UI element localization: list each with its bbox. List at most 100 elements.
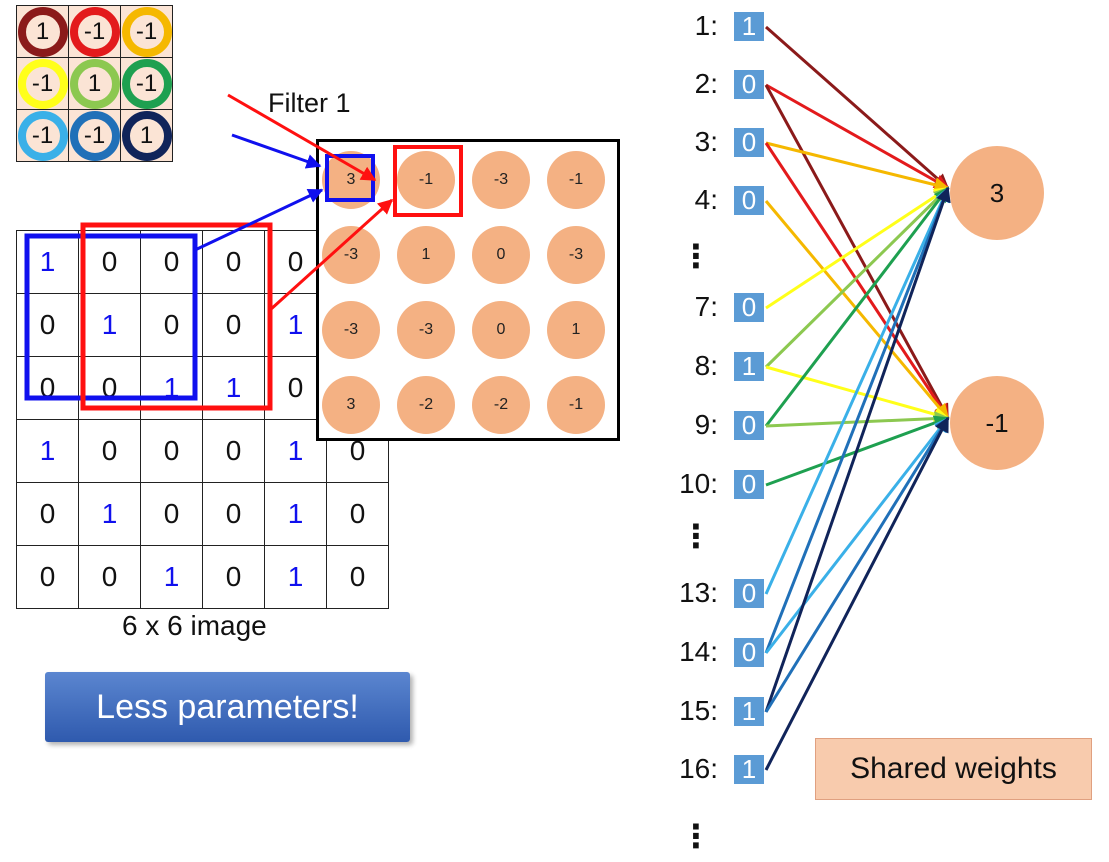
filter-cell: 1: [68, 57, 121, 110]
weight-arrow: [764, 416, 950, 654]
filter-cell: -1: [68, 5, 121, 58]
input-index-label: 4:: [694, 184, 718, 215]
feature-map-cell: 1: [397, 226, 455, 284]
weight-arrow: [764, 186, 950, 427]
filter-red-arrow: [227, 93, 377, 182]
feature-map-cell: 0: [472, 301, 530, 359]
image-cell: 0: [78, 545, 141, 609]
filter-weight-circle: -1: [17, 110, 68, 161]
image-cell: 0: [202, 545, 265, 609]
filter-label: Filter 1: [268, 88, 351, 118]
output-node: 3: [950, 146, 1044, 240]
image-cell: 0: [140, 482, 203, 546]
weight-arrow: [764, 416, 950, 771]
filter-weight-circle: -1: [17, 58, 68, 109]
filter-cell: 1: [120, 109, 173, 162]
input-value-box: 1: [734, 697, 764, 726]
input-index-label: 1:: [694, 10, 718, 41]
image-cell: 0: [16, 545, 79, 609]
red-patch-highlight: [80, 222, 273, 411]
filter-cell: -1: [120, 57, 173, 110]
feature-map-cell: -1: [547, 151, 605, 209]
input-value-box: 1: [734, 755, 764, 784]
input-index-label: 9:: [694, 409, 718, 440]
weight-arrow: [764, 186, 950, 369]
weight-arrow: [764, 186, 951, 654]
image-cell: 0: [140, 419, 203, 483]
less-parameters-banner: Less parameters!: [45, 672, 410, 742]
ellipsis-icon: ⋮: [680, 518, 712, 554]
feature-map-cell: -2: [397, 376, 455, 434]
input-value-box: 0: [734, 128, 764, 157]
image-cell: 1: [16, 419, 79, 483]
input-value-box: 1: [734, 352, 764, 381]
filter-weight-circle: 1: [121, 110, 172, 161]
feature-map-cell: -1: [547, 376, 605, 434]
image-cell: 1: [140, 545, 203, 609]
weight-arrow: [764, 142, 950, 420]
red-output-highlight: [393, 145, 463, 217]
patch-red-arrow: [268, 198, 394, 312]
input-index-label: 10:: [679, 468, 718, 499]
filter-weight-circle: -1: [121, 58, 172, 109]
blue-patch-highlight: [24, 233, 198, 401]
image-cell: 0: [78, 230, 141, 294]
input-index-label: 3:: [694, 126, 718, 157]
input-value-box: 0: [734, 579, 764, 608]
weight-arrow: [765, 83, 950, 190]
filter-weight-circle: -1: [69, 110, 120, 161]
weight-arrow: [765, 25, 950, 190]
image-cell: 0: [202, 293, 265, 357]
feature-map-cell: 1: [547, 301, 605, 359]
filter-weight-circle: 1: [69, 58, 120, 109]
feature-map-cell: -3: [547, 226, 605, 284]
blue-output-highlight: [325, 154, 375, 202]
filter-weight-circle: -1: [121, 6, 172, 57]
weight-connections: [764, 25, 951, 771]
input-value-box: 0: [734, 186, 764, 215]
weight-arrow: [764, 84, 950, 420]
input-index-label: 7:: [694, 291, 718, 322]
weight-arrow: [764, 416, 950, 713]
filter-grid: 1 -1 -1 -1 1 -1 -1 -1 1: [16, 5, 173, 162]
filter-cell: 1: [16, 5, 69, 58]
input-value-box: 0: [734, 470, 764, 499]
feature-map-cell: 3: [322, 376, 380, 434]
patch-blue-arrow: [194, 188, 324, 252]
image-cell: 0: [326, 545, 389, 609]
image-cell: 1: [264, 545, 327, 609]
input-index-label: 8:: [694, 350, 718, 381]
input-index-label: 13:: [679, 577, 718, 608]
output-node: -1: [950, 376, 1044, 470]
input-value-box: 0: [734, 638, 764, 667]
feature-map-cell: -2: [472, 376, 530, 434]
shared-weights-label: Shared weights: [815, 738, 1092, 800]
feature-map-cell: 0: [472, 226, 530, 284]
filter-weight-circle: 1: [17, 6, 68, 57]
input-value-box: 0: [734, 293, 764, 322]
feature-map-cell: -3: [397, 301, 455, 359]
filter-weight-circle: -1: [69, 6, 120, 57]
input-index-label: 16:: [679, 753, 718, 784]
filter-blue-arrow: [231, 133, 322, 169]
ellipsis-icon: ⋮: [680, 238, 712, 274]
image-cell: 0: [202, 419, 265, 483]
image-cell: 1: [264, 482, 327, 546]
weight-arrow: [765, 141, 950, 193]
feature-map-cell: -3: [472, 151, 530, 209]
weight-arrow: [764, 186, 951, 713]
input-value-box: 0: [734, 411, 764, 440]
input-index-label: 15:: [679, 695, 718, 726]
filter-cell: -1: [68, 109, 121, 162]
image-caption: 6 x 6 image: [122, 610, 267, 641]
image-cell: 0: [78, 419, 141, 483]
input-value-box: 0: [734, 70, 764, 99]
ellipsis-icon: ⋮: [680, 818, 712, 854]
weight-arrow: [764, 186, 950, 595]
input-index-label: 14:: [679, 636, 718, 667]
input-value-box: 1: [734, 12, 764, 41]
feature-map-cell: -3: [322, 301, 380, 359]
image-cell: 1: [78, 482, 141, 546]
input-index-label: 2:: [694, 68, 718, 99]
